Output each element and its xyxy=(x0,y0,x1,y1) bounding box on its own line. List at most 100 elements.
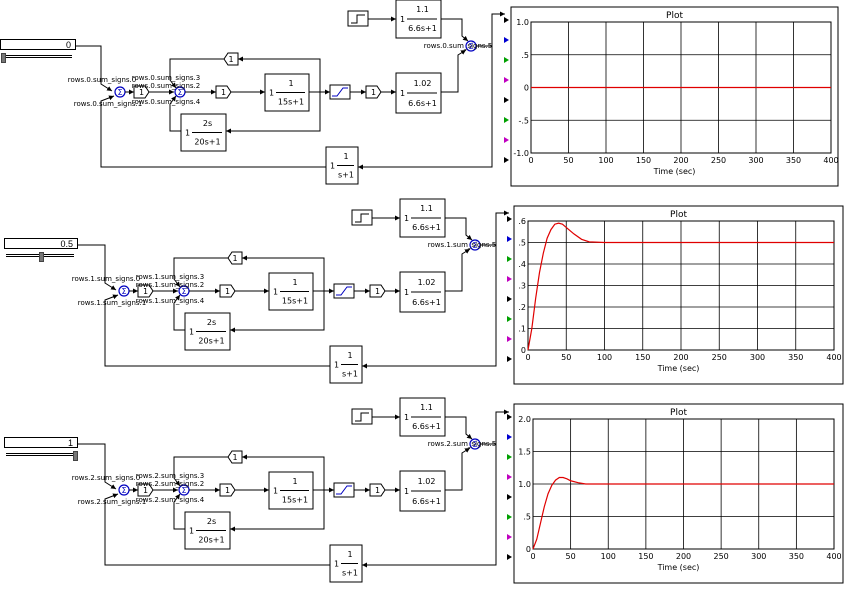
y-tick-label: 0 xyxy=(521,346,526,355)
plot-input-port-7 xyxy=(507,336,512,342)
saturation-block-glyph xyxy=(332,87,348,97)
sum1-sign-top: rows.0.sum_signs.0 xyxy=(68,76,136,84)
sum2-sign-bottom: rows.0.sum_signs.4 xyxy=(132,98,201,106)
input-value-1[interactable]: 0 xyxy=(0,39,76,50)
transfer-block-derivative-gain: 1 xyxy=(189,327,194,336)
plot-input-port-6 xyxy=(504,117,509,123)
sum2-sign-left: rows.2.sum_signs.2 xyxy=(136,480,204,488)
plot-input-port-8 xyxy=(504,157,509,163)
input-value-2[interactable]: 0.5 xyxy=(4,238,78,249)
transfer-block-plant-denominator: 6.6s+1 xyxy=(412,497,441,506)
x-axis-label: Time (sec) xyxy=(657,563,700,572)
transfer-block-feedback-numerator: 1 xyxy=(347,351,352,360)
plot-input-port-4 xyxy=(507,474,512,480)
sum1-sign-top: rows.2.sum_signs.0 xyxy=(72,474,140,482)
y-tick-label: 1.0 xyxy=(516,18,529,27)
gain-block-top xyxy=(227,450,243,464)
gain-block-2 xyxy=(215,85,232,99)
wire-input xyxy=(78,244,117,291)
x-tick-label: 400 xyxy=(826,552,841,561)
plot-input-port-1 xyxy=(507,414,512,420)
transfer-block-plant-numerator: 1.02 xyxy=(418,477,436,486)
slider-thumb-2[interactable] xyxy=(39,252,44,262)
sum2-sign-top: rows.0.sum_signs.3 xyxy=(132,74,200,82)
plot-input-port-6 xyxy=(507,316,512,322)
x-tick-label: 350 xyxy=(789,552,804,561)
wire-process-top-loop xyxy=(242,454,325,490)
slider-thumb-1[interactable] xyxy=(1,53,6,63)
gain-block-1-label: 1 xyxy=(139,88,144,97)
x-tick-label: 250 xyxy=(713,552,728,561)
gain-block-1-label: 1 xyxy=(143,486,148,495)
wire-input xyxy=(76,45,113,92)
transfer-block-process-denominator: 15s+1 xyxy=(282,296,308,305)
sum-junction-2-sigma-icon: Σ xyxy=(181,486,186,495)
x-tick-label: 100 xyxy=(598,156,613,165)
transfer-block-derivative-gain: 1 xyxy=(185,128,190,137)
transfer-block-feedback-denominator: s+1 xyxy=(342,568,358,577)
slider-thumb-3[interactable] xyxy=(73,451,78,461)
x-tick-label: 150 xyxy=(638,552,653,561)
transfer-block-disturbance-gain: 1 xyxy=(404,214,409,223)
plot-title: Plot xyxy=(666,11,683,21)
input-slider-2[interactable]: 0.5 xyxy=(4,238,78,262)
transfer-block-process-gain: 1 xyxy=(273,486,278,495)
plot-input-port-4 xyxy=(507,276,512,282)
transfer-block-process-gain: 1 xyxy=(273,287,278,296)
transfer-block-derivative-denominator: 20s+1 xyxy=(194,137,220,146)
wire-process-top-loop xyxy=(238,56,321,92)
slider-track-1[interactable] xyxy=(2,55,72,58)
gain-block-3-label: 1 xyxy=(375,287,380,296)
transfer-block-derivative-gain: 1 xyxy=(189,526,194,535)
wire-to-deriv xyxy=(230,490,325,532)
sum-junction-3-sigma-icon: Σ xyxy=(472,440,477,449)
wire-top-s3 xyxy=(445,217,473,241)
input-slider-3[interactable]: 1 xyxy=(4,437,78,461)
plot-title: Plot xyxy=(670,408,687,418)
transfer-block-plant-denominator: 6.6s+1 xyxy=(412,298,441,307)
slider-track-3[interactable] xyxy=(6,453,74,456)
sum2-sign-left: rows.0.sum_signs.2 xyxy=(132,82,200,90)
transfer-block-disturbance-gain: 1 xyxy=(400,15,405,24)
series-line xyxy=(527,222,834,351)
gain-block-top xyxy=(223,52,239,66)
plot-input-port-1 xyxy=(507,216,512,222)
transfer-block-disturbance-denominator: 6.6s+1 xyxy=(412,223,441,232)
x-tick-label: 250 xyxy=(712,353,727,362)
y-tick-label: .1 xyxy=(518,325,526,334)
plot-input-port-4 xyxy=(504,77,509,83)
transfer-block-plant-gain: 1 xyxy=(400,89,405,98)
transfer-block-derivative-denominator: 20s+1 xyxy=(198,336,224,345)
sum1-sign-bottom: rows.1.sum_signs.1 xyxy=(78,299,146,307)
transfer-block-disturbance-numerator: 1.1 xyxy=(420,204,433,213)
input-value-3[interactable]: 1 xyxy=(4,437,78,448)
sum2-sign-bottom: rows.2.sum_signs.4 xyxy=(136,496,205,504)
transfer-block-derivative-denominator: 20s+1 xyxy=(198,535,224,544)
transfer-block-process-numerator: 1 xyxy=(288,79,293,88)
wire-feedback-s1 xyxy=(104,493,330,566)
sum2-sign-top: rows.2.sum_signs.3 xyxy=(136,472,204,480)
wire-deriv-to-s2 xyxy=(173,493,185,530)
sum-junction-3-sigma-icon: Σ xyxy=(472,241,477,250)
y-tick-label: .5 xyxy=(523,513,531,522)
wire-to-deriv xyxy=(230,291,325,333)
x-tick-label: 400 xyxy=(826,353,841,362)
x-tick-label: 400 xyxy=(823,156,838,165)
transfer-block-plant-numerator: 1.02 xyxy=(414,79,432,88)
input-slider-1[interactable]: 0 xyxy=(0,39,76,63)
y-tick-label: -1.0 xyxy=(513,149,529,158)
y-tick-label: 1.5 xyxy=(518,448,531,457)
gain-block-1 xyxy=(137,284,154,298)
gain-block-1-label: 1 xyxy=(143,287,148,296)
x-tick-label: 200 xyxy=(673,353,688,362)
step-input-block xyxy=(351,209,373,226)
x-tick-label: 250 xyxy=(711,156,726,165)
sum-junction-2-sigma-icon: Σ xyxy=(177,88,182,97)
y-tick-label: .6 xyxy=(518,217,526,226)
transfer-block-disturbance-denominator: 6.6s+1 xyxy=(408,24,437,33)
sum-junction-2-sigma-icon: Σ xyxy=(181,287,186,296)
gain-block-3-label: 1 xyxy=(371,88,376,97)
